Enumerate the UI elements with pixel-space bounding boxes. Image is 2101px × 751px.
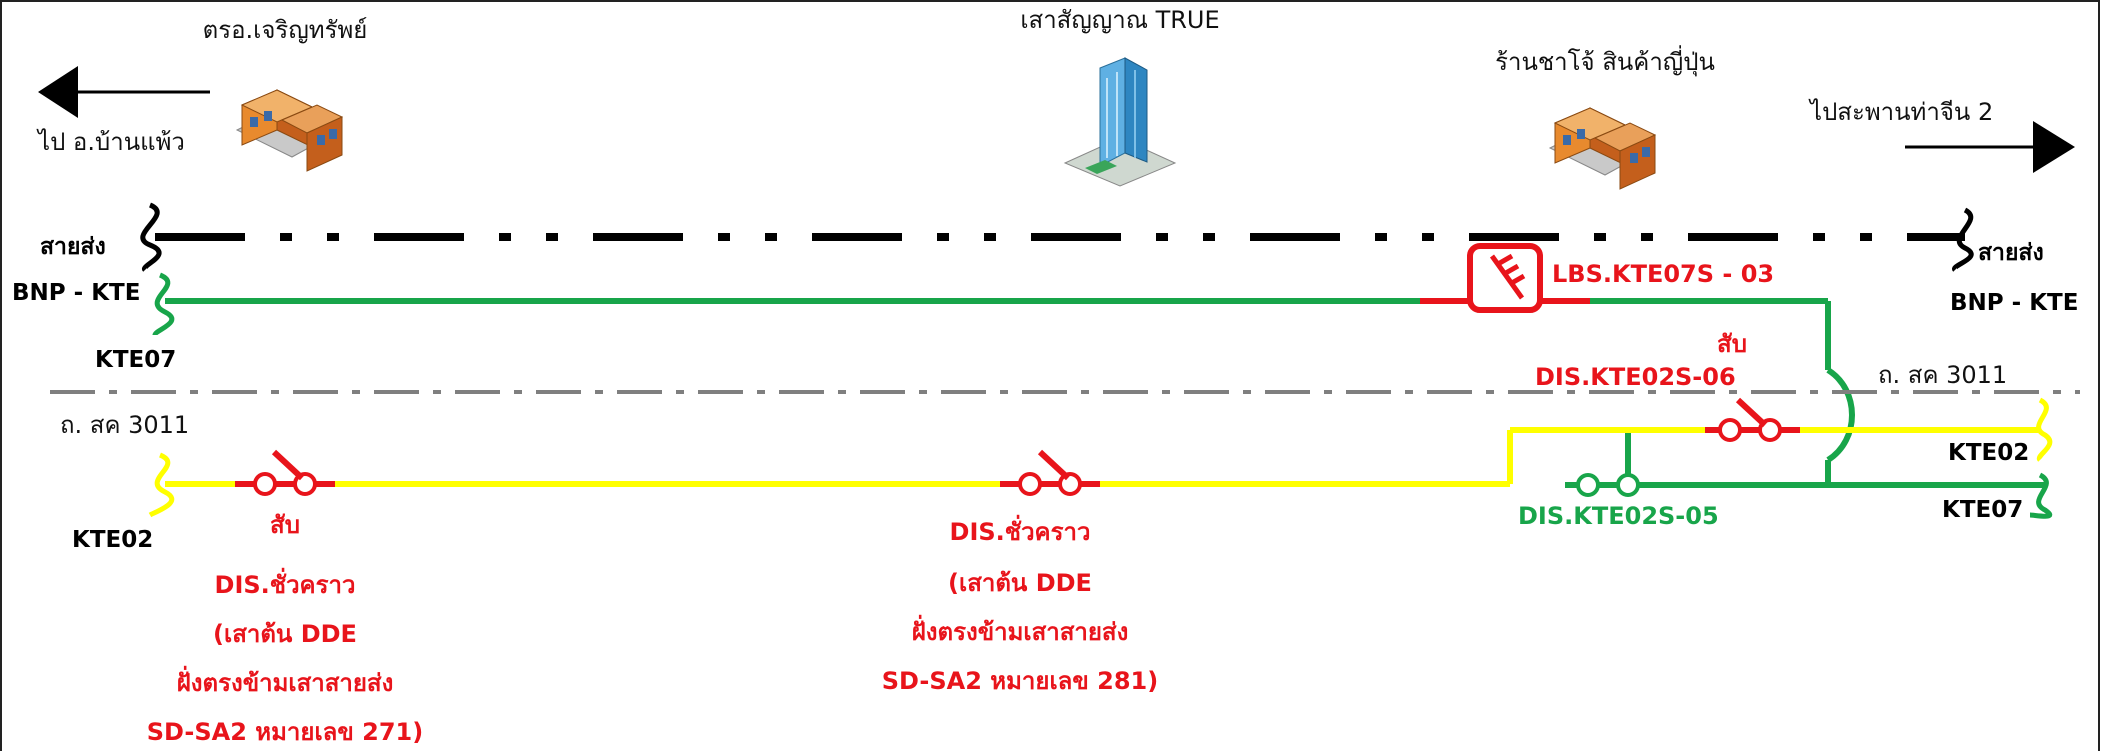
kte02-left-label: KTE02 [72,527,153,553]
direction-left-label: ไป อ.บ้านแพ้ว [36,128,185,156]
left-building-label: ตรอ.เจริญทรัพย์ [203,16,368,44]
bnp-left-label: BNP - KTE [12,280,140,306]
lbs-label: LBS.KTE07S - 03 [1552,260,1774,288]
temp-dis-1-line3: SD-SA2 หมายเลข 271) [147,718,423,746]
kte07-crossover [1826,367,1855,463]
dis-kte02s-06-label: DIS.KTE02S-06 [1535,363,1736,391]
kte02-end-right [2036,397,2053,462]
dis-kte02s-06-switch[interactable] [1705,397,1800,442]
temp-dis-1-name: DIS.ชั่วคราว [215,567,356,599]
transmission-end-left [140,202,162,272]
arrow-left-icon [38,66,210,118]
kte07-left-label: KTE07 [95,347,176,373]
building-icon [1548,107,1657,190]
dis-kte02s-06-state: สับ [1717,330,1747,358]
kte07-end-left [152,272,175,337]
kte07-right-label: KTE07 [1942,497,2023,523]
dis-kte02s-05-switch[interactable] [1576,473,1640,497]
bnp-right-label: BNP - KTE [1950,290,2078,316]
transmission-left-label: สายส่ง [40,234,106,260]
temp-dis-2-line1: (เสาต้น DDE [948,569,1092,597]
lbs-switch-icon[interactable] [1467,243,1543,313]
temp-dis-2-line3: SD-SA2 หมายเลข 281) [882,667,1158,695]
direction-right-label: ไปสะพานท่าจีน 2 [1808,98,1993,126]
temp-dis-1-switch[interactable] [235,449,335,496]
transmission-end-right [1952,207,1974,272]
temp-dis-2-switch[interactable] [1000,449,1100,496]
right-building-label: ร้านชาโจ้ สินค้าญี่ปุ่น [1495,45,1715,77]
tower-icon [1063,57,1177,187]
building-icon [235,89,344,172]
tower-label: เสาสัญญาณ TRUE [1020,6,1219,34]
temp-dis-1-line1: (เสาต้น DDE [213,620,357,648]
temp-dis-1-line2: ฝั่งตรงข้ามเสาสายส่ง [177,665,394,697]
dis-kte02s-05-label: DIS.KTE02S-05 [1518,502,1719,530]
temp-dis-2-name: DIS.ชั่วคราว [950,514,1091,546]
kte07-end-right [2029,472,2053,519]
road-right-label: ถ. สค 3011 [1878,361,2007,389]
temp-dis-2-line2: ฝั่งตรงข้ามเสาสายส่ง [912,614,1129,646]
road-left-label: ถ. สค 3011 [60,411,189,439]
kte02-right-label: KTE02 [1948,440,2029,466]
kte02-end-left [148,452,175,518]
transmission-right-label: สายส่ง [1978,240,2044,266]
temp-dis-1-state: สับ [270,511,300,539]
arrow-right-icon [1905,121,2075,173]
